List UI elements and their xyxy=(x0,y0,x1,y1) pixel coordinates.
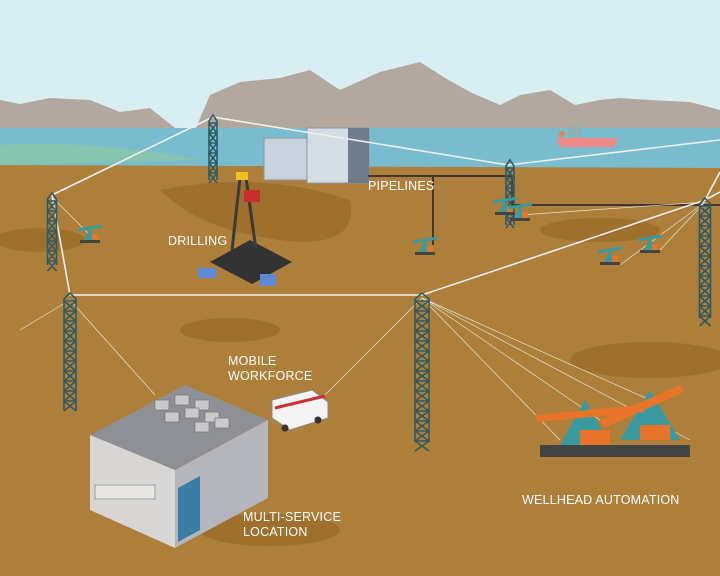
label-multi-service-line2: LOCATION xyxy=(243,525,308,539)
pumpjack xyxy=(77,224,103,243)
pumpjack xyxy=(507,202,533,221)
towers xyxy=(46,113,712,452)
ambulance xyxy=(271,389,329,432)
pumpjack xyxy=(637,234,663,253)
mountains xyxy=(0,62,720,130)
label-mobile-workforce-line2: WORKFORCE xyxy=(228,369,313,383)
label-multi-service-location: MULTI-SERVICE LOCATION xyxy=(243,510,341,540)
label-mobile-workforce: MOBILE WORKFORCE xyxy=(228,354,312,384)
pumpjacks xyxy=(77,196,663,265)
thin-links xyxy=(19,196,706,441)
ship xyxy=(556,127,618,147)
pumpjack xyxy=(412,236,438,255)
ground-patches xyxy=(0,182,720,546)
label-multi-service-line1: MULTI-SERVICE xyxy=(243,510,341,524)
pumpjack xyxy=(597,246,623,265)
tower xyxy=(208,113,218,184)
communication-links xyxy=(51,116,720,296)
tower xyxy=(698,196,712,327)
label-wellhead-automation: WELLHEAD AUTOMATION xyxy=(522,493,680,507)
tower xyxy=(46,191,58,272)
multi-service-building xyxy=(90,385,268,548)
label-drilling: DRILLING xyxy=(168,234,228,248)
shore xyxy=(0,144,200,165)
tower xyxy=(63,291,77,412)
wellhead-automation-pumps xyxy=(535,385,690,457)
tower xyxy=(414,291,430,452)
label-mobile-workforce-line1: MOBILE xyxy=(228,354,277,368)
label-pipelines: PIPELINES xyxy=(368,179,435,193)
drilling-rig xyxy=(198,172,292,286)
